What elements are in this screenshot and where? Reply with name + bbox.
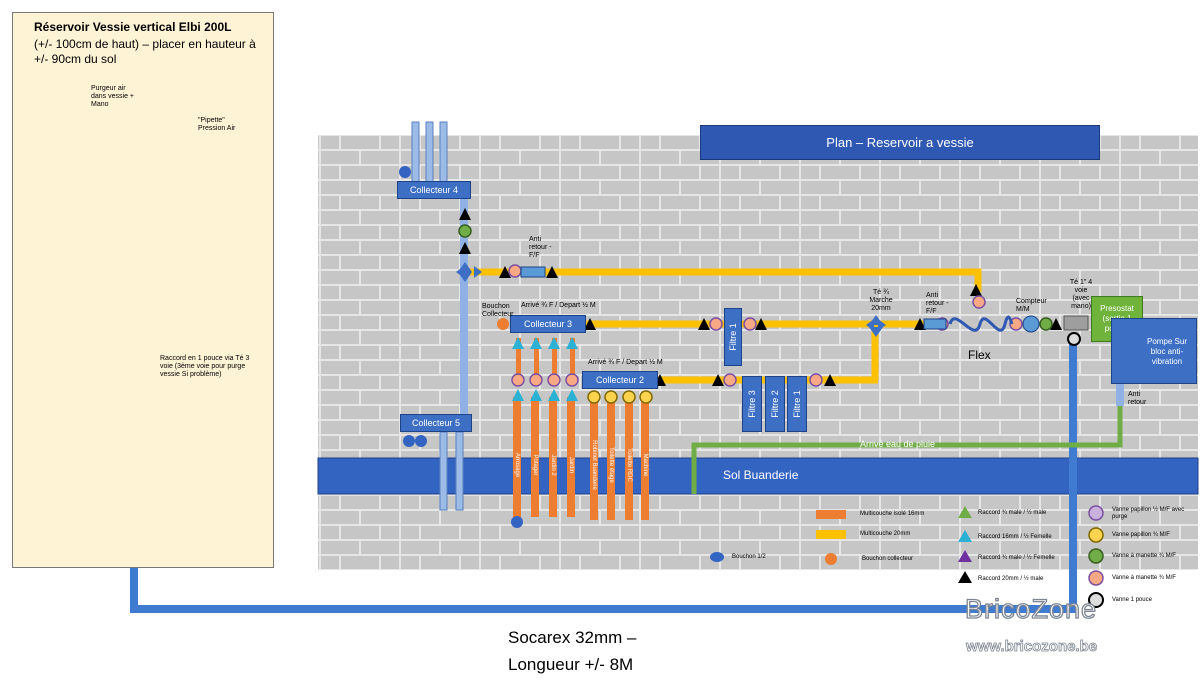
legend-bouchon: Bouchon 1/2	[732, 554, 766, 560]
bouchon-outlet	[511, 516, 523, 528]
arrive-c2-label: Arrivé ¾ F / Depart ½ M	[588, 359, 663, 366]
anti-retour-label-2: Anti retour - F/F	[926, 292, 949, 315]
outlet-label-arrosage: Arrosage	[514, 452, 520, 478]
outlet-label-robinet-buanderie: Robinet Buanderie	[591, 440, 597, 490]
plan-title: Plan – Reservoir a vessie	[700, 125, 1100, 160]
brick-wall	[318, 135, 1198, 570]
outlet-label-toilette-rdc: Toilette RDC	[626, 448, 632, 482]
lower-pipe-2	[455, 431, 464, 511]
outlet-label-jardin: Jardin	[568, 456, 574, 474]
legend-raccord-male: Raccord ¾ male / ½ male	[978, 510, 1047, 516]
legend-vanne-papillon: Vanne papillon ¾ M/F	[1112, 532, 1170, 538]
anti-retour-top	[520, 266, 546, 278]
legend-vanne-1p: Vanne 1 pouce	[1112, 597, 1152, 603]
yellow-pipe-top	[468, 268, 982, 292]
pompe: Pompe Sur bloc anti-vibration	[1111, 318, 1197, 384]
main-riser-pipe	[460, 198, 468, 414]
bouchon-c5a	[403, 435, 415, 447]
legend-vanne-manette-34: Vanne à manette ¾ M/F	[1112, 553, 1176, 559]
raccord-triangles-teal	[512, 337, 578, 401]
collecteur-2: Collecteur 2	[582, 371, 658, 389]
compteur	[1022, 315, 1040, 333]
te-4voie-label: Té 1" 4 voie (avec mano)	[1069, 279, 1093, 310]
collecteur-4: Collecteur 4	[397, 181, 471, 199]
arrive-c3-label: Arrivé ¾ F / Depart ½ M	[521, 302, 596, 309]
tank-panel	[12, 12, 274, 568]
filtre-1: Filtre 1	[787, 376, 807, 432]
legend-vanne-manette: Vanne à manette ¾ M/F	[1112, 575, 1176, 581]
legend-bouchon-collecteur: Bouchon collecteur	[862, 556, 914, 562]
rain-pipe-fitting	[1116, 384, 1124, 406]
arrow-tee-marche	[866, 315, 886, 337]
bouchon-c5b	[415, 435, 427, 447]
te-marche-label: Té ¾ Marche 20mm	[869, 289, 893, 312]
outlet-connectors	[516, 338, 575, 378]
flex-hose	[948, 315, 1014, 332]
bouchon-c3	[497, 318, 509, 330]
legend-vanne-papillon-purge: Vanne papillon ½ M/F avec purge	[1112, 507, 1185, 520]
riser-pipe-1	[411, 121, 420, 185]
filtre-top: Filtre 1	[724, 308, 742, 366]
bouchon-c4	[399, 166, 411, 178]
anti-retour-right	[923, 318, 947, 330]
te-4voie-block	[1063, 315, 1089, 331]
raccord-triangles-black	[459, 208, 1062, 386]
legend-multicouche16: Multicouche isolé 16mm	[860, 511, 925, 517]
collecteur-5: Collecteur 5	[400, 414, 472, 432]
brand-name: BricoZone	[964, 593, 1098, 624]
anti-retour-label-3: Anti retour	[1128, 391, 1147, 406]
outlet-valves	[511, 373, 653, 404]
compteur-label: Compteur M/M	[1016, 298, 1047, 313]
outlet-label-toilette-etage: Toilette étage	[608, 447, 614, 483]
legend-raccord-20: Raccord 20mm / ½ male	[978, 576, 1044, 582]
riser-pipe-2	[425, 121, 434, 185]
tank-description: (+/- 100cm de haut) – placer en hauteur …	[34, 37, 256, 66]
lower-pipe-1	[439, 431, 448, 511]
arrow-tee-c4	[456, 262, 482, 282]
brand-url[interactable]: www.bricozone.be	[966, 638, 1098, 656]
orange-outlets	[513, 397, 649, 520]
filtre-2: Filtre 2	[765, 376, 785, 432]
legend-multicouche20: Multicouche 20mm	[860, 531, 911, 537]
outlet-label-jardin-2: Jardin 2	[550, 454, 556, 476]
socarex-label: Socarex 32mm – Longueur +/- 8M	[508, 628, 637, 674]
bouchon-collecteur-label: Bouchon Collecteur	[482, 303, 514, 318]
tank-title: Réservoir Vessie vertical Elbi 200L	[34, 20, 232, 34]
flex-label: Flex	[968, 348, 991, 362]
floor-band	[317, 457, 1199, 495]
legend-raccord-femelle2: Raccord ¾ male / ½ Femelle	[978, 555, 1055, 561]
outlet-label-potager: Potager	[532, 454, 538, 476]
tank-raccord-label: Raccord en 1 pouce via Té 3 voie (3ème v…	[160, 355, 250, 378]
riser-pipe-3	[439, 121, 448, 185]
rain-pipe	[691, 385, 1123, 494]
tank-purge-label: Purgeur air dans vessie + Mano	[91, 85, 134, 108]
rain-label: Arrivé eau de pluie	[860, 439, 936, 449]
legend-graphics	[710, 505, 1104, 608]
floor-label: Sol Buanderie	[723, 468, 799, 482]
collecteur-3: Collecteur 3	[510, 315, 586, 333]
filtre-3: Filtre 3	[742, 376, 762, 432]
outlet-label-machine: Machine	[642, 453, 648, 477]
tank-pipette-label: "Pipette" Pression Air	[198, 117, 236, 132]
legend-raccord-femelle: Raccord 16mm / ½ Femelle	[978, 534, 1052, 540]
anti-retour-label-1: Anti retour - F/F	[529, 236, 552, 259]
